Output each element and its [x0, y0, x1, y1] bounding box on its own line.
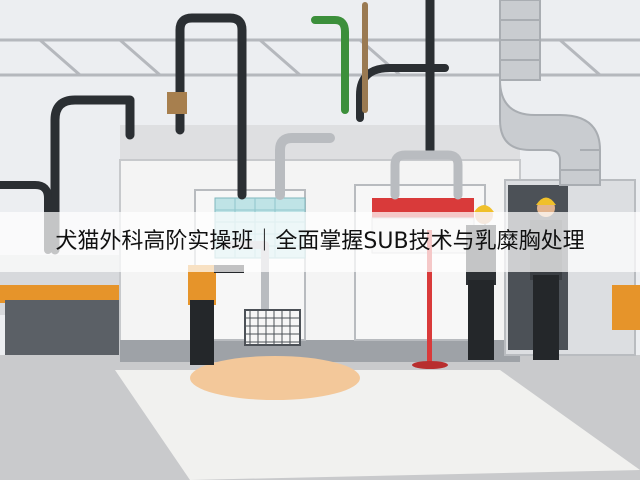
mesh-filter-basket-icon	[244, 309, 301, 346]
brown-valve	[167, 92, 187, 114]
black-pipe-corner	[0, 181, 52, 254]
green-pipe	[311, 16, 349, 114]
banner-title: 犬猫外科高阶实操班｜全面掌握SUB技术与乳糜胸处理	[55, 229, 585, 254]
black-pipe-left	[50, 95, 135, 255]
gray-u-pipe	[390, 150, 463, 200]
title-banner: 犬猫外科高阶实操班｜全面掌握SUB技术与乳糜胸处理	[0, 212, 640, 272]
ventilation-duct-icon	[499, 0, 601, 186]
black-pipe-top	[175, 13, 247, 200]
sawdust-pile	[190, 356, 360, 400]
gray-pipe	[275, 133, 335, 200]
